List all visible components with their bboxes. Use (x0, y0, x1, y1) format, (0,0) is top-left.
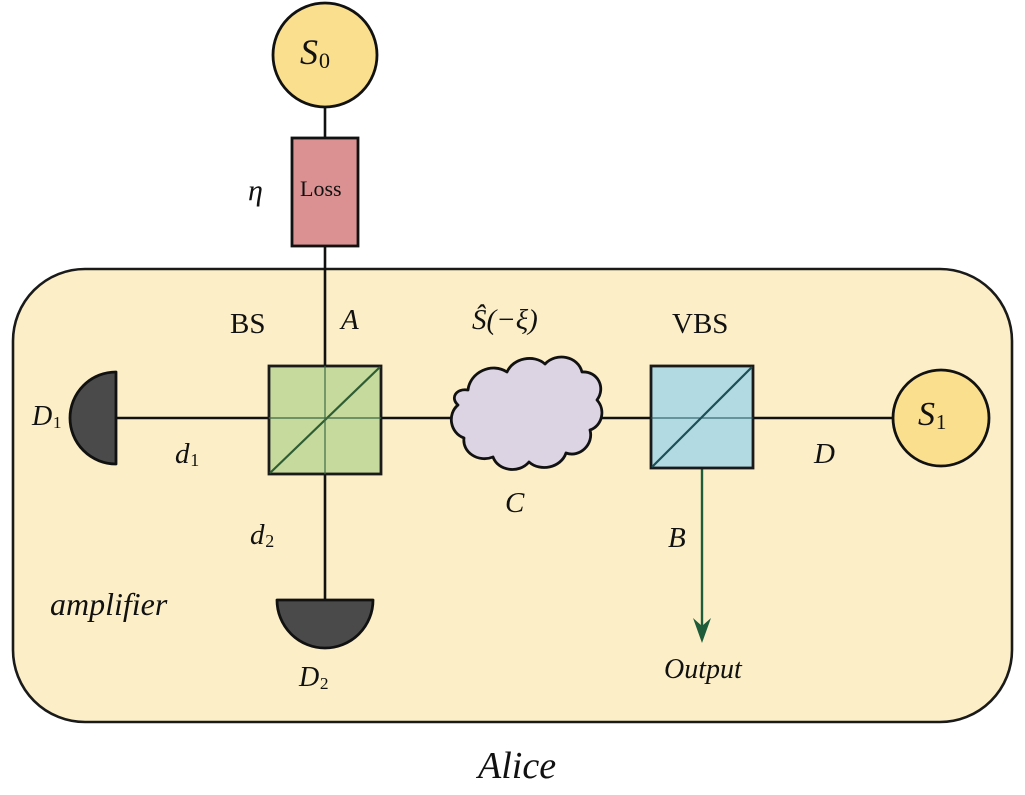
output-arrowhead (693, 618, 711, 643)
source-s1-shape (891, 368, 991, 468)
detector-d1-label: D1 (32, 401, 62, 433)
detector-d1-shape (68, 370, 118, 466)
mode-d1-label: d1 (175, 438, 200, 471)
variable-beam-splitter-label: VBS (672, 308, 729, 340)
beam-splitter-label: BS (230, 308, 266, 340)
output-label: Output (664, 654, 742, 685)
variable-beam-splitter-diagonal (651, 366, 753, 468)
loss-box-shape (290, 136, 360, 248)
mode-d2-label: d2 (250, 519, 275, 552)
loss-label: Loss (300, 176, 342, 201)
eta-label: η (248, 174, 263, 207)
figure-caption: Alice (478, 745, 557, 787)
amplifier-panel (11, 267, 1014, 724)
source-s0-shape (271, 1, 379, 109)
source-s1-label: S1 (918, 396, 947, 434)
mode-a-label: A (341, 304, 359, 336)
mode-b-label: B (668, 522, 686, 554)
amplifier-region-label: amplifier (50, 586, 168, 622)
mode-d-label: D (814, 438, 835, 470)
detector-d2-shape (275, 598, 375, 650)
source-s0-label: S0 (300, 32, 331, 74)
mode-c-label: C (505, 487, 525, 519)
squeeze-operator-label: Ŝ(−ξ) (472, 304, 538, 336)
detector-d2-label: D2 (299, 662, 329, 694)
squeeze-cloud-shape (449, 355, 604, 471)
